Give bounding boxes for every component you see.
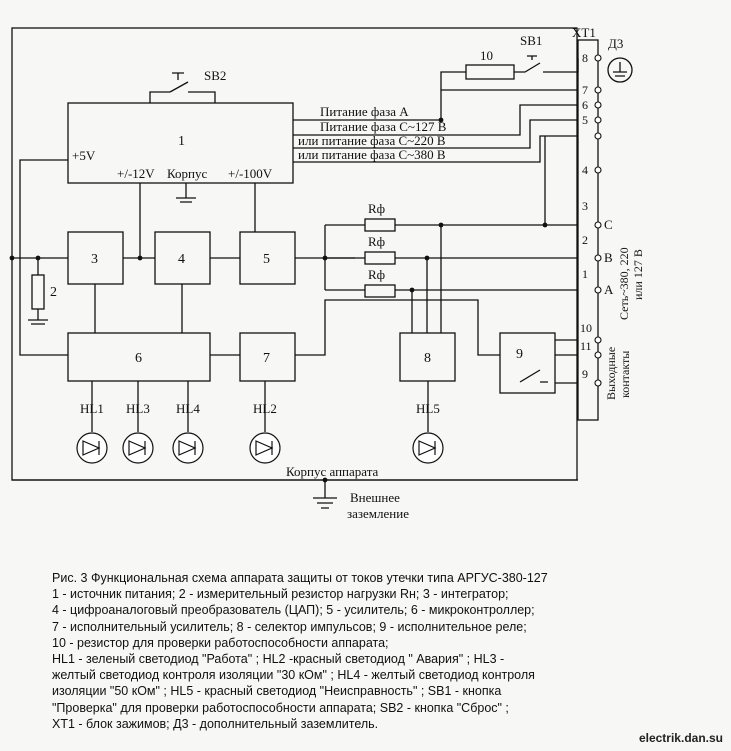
terminal-5: 5 xyxy=(582,113,588,127)
korpus-label: Корпус xyxy=(167,166,207,181)
caption-line: 10 - резистор для проверки работоспособн… xyxy=(52,635,389,650)
terminal-10: 10 xyxy=(580,321,592,335)
rf-label-3: Rф xyxy=(368,267,385,282)
terminal-8: 8 xyxy=(582,51,588,65)
hl1-label: HL1 xyxy=(80,401,104,416)
vyh-label-2: контакты xyxy=(618,351,632,398)
block-10-label: 10 xyxy=(480,48,493,63)
led-hl3 xyxy=(122,432,154,464)
plus5v-label: +5V xyxy=(72,148,96,163)
sb1-label: SB1 xyxy=(520,33,542,48)
hl3-label: HL3 xyxy=(126,401,150,416)
rf-label-2: Rф xyxy=(368,234,385,249)
korpus-apparata-label: Корпус аппарата xyxy=(286,464,379,479)
block-2-label: 2 xyxy=(50,285,57,300)
hl2-label: HL2 xyxy=(253,401,277,416)
xt1-label: XT1 xyxy=(572,25,596,40)
terminal-9: 9 xyxy=(582,367,588,381)
phase-a-label: Питание фаза А xyxy=(320,104,409,119)
block-7 xyxy=(239,332,296,382)
rf-label-1: Rф xyxy=(368,201,385,216)
set-label-2: или 127 В xyxy=(631,249,645,300)
phase-c220-label: или питание фаза С~220 В xyxy=(298,133,446,148)
block-6-label: 6 xyxy=(135,351,142,366)
terminal-3: 3 xyxy=(582,199,588,213)
xt1-block xyxy=(577,39,599,421)
terminal-4: 4 xyxy=(582,163,588,177)
block-9 xyxy=(499,332,556,394)
caption-line: HL1 - зеленый светодиод "Работа" ; HL2 -… xyxy=(52,652,505,667)
phase-c127-label: Питание фаза С~127 В xyxy=(320,119,447,134)
terminal-1: 1 xyxy=(582,267,588,281)
led-hl1 xyxy=(76,432,108,464)
sb2-label: SB2 xyxy=(204,68,226,83)
terminal-2: 2 xyxy=(582,233,588,247)
hl5-label: HL5 xyxy=(416,401,440,416)
phase-a-mark: А xyxy=(604,282,614,297)
caption-line: 7 - исполнительный усилитель; 8 - селект… xyxy=(52,619,527,634)
block-3-label: 3 xyxy=(91,252,98,267)
caption-line: "Проверка" для проверки работоспособност… xyxy=(52,700,509,715)
hl4-label: HL4 xyxy=(176,401,200,416)
caption-line: 4 - цифроаналоговый преобразователь (ЦАП… xyxy=(52,603,535,618)
set-label-1: Сеть~380, 220 xyxy=(617,247,631,320)
terminal-7: 7 xyxy=(582,83,588,97)
phase-c-mark: С xyxy=(604,217,613,232)
phase-b-mark: В xyxy=(604,250,613,265)
led-hl5 xyxy=(412,432,444,464)
led-hl4 xyxy=(172,432,204,464)
led-hl2 xyxy=(249,432,281,464)
terminal-6: 6 xyxy=(582,98,588,112)
figure-caption: Рис. 3 Функциональная схема аппарата защ… xyxy=(52,570,652,732)
vneshnee-label: Внешнее xyxy=(350,490,400,505)
block-5-label: 5 xyxy=(263,252,270,267)
block-7-label: 7 xyxy=(263,351,270,366)
terminal-11: 11 xyxy=(580,339,592,353)
phase-c380-label: или питание фаза С~380 В xyxy=(298,147,446,162)
caption-line: изоляции "50 кОм" ; HL5 - красный светод… xyxy=(52,684,502,699)
d3-label: Д3 xyxy=(608,36,623,51)
minus12v-label: +/-12V xyxy=(117,166,155,181)
caption-line: желтый светодиод контроля изоляции "30 к… xyxy=(52,668,535,683)
block-1-label: 1 xyxy=(178,134,185,149)
block-4-label: 4 xyxy=(178,252,185,267)
schematic: 1 2 3 4 5 6 7 8 9 10 SB1 SB2 XT1 Д3 +5V … xyxy=(9,25,645,521)
block-6 xyxy=(67,332,211,382)
vyh-label-1: Выходные xyxy=(604,347,618,400)
block-8-label: 8 xyxy=(424,351,431,366)
caption-line: XT1 - блок зажимов; Д3 - дополнительный … xyxy=(52,716,379,731)
caption-line: Рис. 3 Функциональная схема аппарата защ… xyxy=(52,571,548,585)
watermark: electrik.dan.su xyxy=(638,731,723,745)
block-9-label: 9 xyxy=(516,347,523,362)
block-1 xyxy=(67,102,294,184)
minus100v-label: +/-100V xyxy=(228,166,273,181)
zazemlenie-label: заземление xyxy=(347,506,409,521)
caption-line: 1 - источник питания; 2 - измерительный … xyxy=(52,587,509,602)
